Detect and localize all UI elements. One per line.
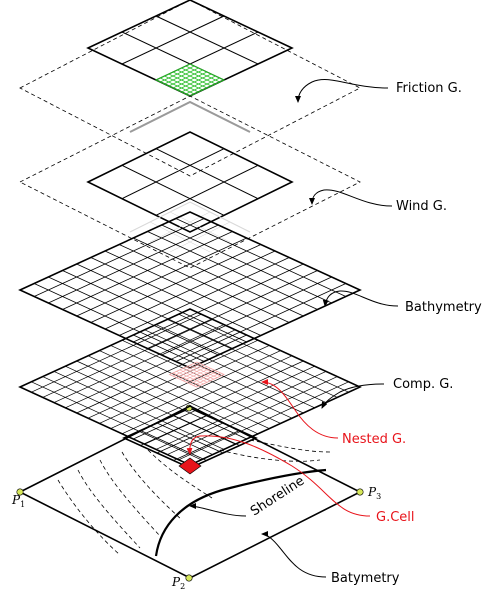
bathymetry-label: Bathymetry (405, 300, 482, 315)
friction-green-grid-line-u6 (181, 67, 216, 85)
wind-grid-line-u2 (155, 148, 259, 200)
comp-grid-line-u13 (167, 319, 338, 398)
comp-grid-line-u5 (76, 360, 247, 440)
comp-grid-line-u11 (144, 329, 315, 409)
contour-7 (249, 439, 331, 453)
point-p3 (356, 488, 364, 496)
wind-callout (309, 189, 393, 207)
comp-grid-line-u7 (99, 350, 270, 429)
comp-grid-line-u14 (178, 313, 349, 393)
comp-callout (321, 383, 385, 409)
wind-ghost-top (129, 100, 251, 133)
comp-grid-line-u3 (53, 371, 225, 450)
wind-grid-line-v2 (155, 164, 259, 216)
bathy-ghost-grid-line-v2 (169, 221, 231, 253)
comp-window-grid-line-v2 (156, 422, 224, 454)
friction-dashed-outline (19, 0, 361, 177)
point-p1 (16, 488, 24, 496)
friction-green-grid-line-v5 (177, 73, 212, 91)
friction-grid-line-u2 (155, 15, 259, 65)
nested-patch-outline (168, 361, 225, 388)
bathymetry-grid-line-v11 (175, 283, 347, 362)
comp-grid-line-v1 (31, 313, 202, 393)
friction-label: Friction G. (396, 81, 462, 96)
comp-grid-line-u6 (87, 355, 259, 435)
comp-grid-line-v5 (76, 334, 247, 414)
shoreline-callout (189, 503, 247, 517)
friction-green-grid-line-v6 (181, 75, 216, 93)
nested-patch-grid-line-u7 (193, 363, 221, 377)
point-p1-label: P1 (11, 493, 25, 509)
comp-grid-outline (18, 308, 362, 466)
nested-callout (261, 379, 339, 439)
nested-patch-grid-line-v7 (193, 372, 221, 386)
wind-grid-outline (86, 131, 294, 233)
comp-grid-line-v9 (121, 355, 293, 435)
friction-grid-line-v1 (121, 15, 225, 65)
nested-patch-grid-line-u6 (189, 364, 218, 378)
nested-patch-grid-line-v4 (183, 368, 211, 382)
comp-grid-line-u12 (155, 324, 327, 403)
friction-grid-outline (86, 0, 294, 97)
friction-green-cell (154, 63, 226, 97)
comp-window-grid-line-u3 (173, 415, 240, 446)
wind-label: Wind G. (396, 199, 447, 214)
comp-label: Comp. G. (393, 377, 453, 392)
contour-2 (77, 469, 141, 549)
friction-green-grid-line-v4 (172, 71, 208, 89)
comp-window-grid-line-v3 (173, 430, 240, 461)
friction-green-grid-line-v7 (185, 77, 220, 95)
friction-green-grid-line-u7 (185, 65, 220, 83)
nested-patch-grid-line-v5 (186, 369, 214, 383)
comp-grid-line-v12 (155, 371, 327, 450)
comp-grid-line-v7 (99, 345, 270, 424)
friction-green-grid-line-u5 (177, 69, 212, 87)
bathymetry-grid-line-v10 (161, 276, 332, 356)
batymetry-label: Batymetry (331, 571, 400, 586)
comp-grid-line-v2 (42, 319, 213, 398)
comp-grid-line-v4 (65, 329, 236, 409)
contour-1 (57, 479, 121, 556)
shoreline-curve (154, 468, 327, 557)
comp-grid-line-v3 (53, 324, 225, 403)
comp-grid-line-v11 (144, 365, 315, 445)
wind-grid-line-u1 (121, 164, 225, 216)
base-plane-outline (18, 405, 362, 579)
point-p3-label: P3 (367, 485, 381, 501)
gcell-marker (178, 457, 202, 475)
bathymetry-grid-line-u11 (175, 218, 347, 297)
point-p2-label: P2 (171, 575, 185, 591)
contour-4 (121, 451, 183, 521)
comp-grid-line-v13 (167, 376, 338, 455)
bathymetry-callout (322, 290, 399, 307)
comp-grid-line-u4 (65, 365, 236, 445)
nested-patch-grid-line-u5 (186, 366, 214, 380)
comp-grid-line-u1 (31, 381, 202, 461)
comp-grid-line-v6 (87, 339, 259, 419)
bathy-ghost-grid-line-u1 (149, 221, 211, 253)
bathy-ghost-top (129, 201, 251, 233)
comp-grid-line-v10 (133, 360, 304, 440)
contour-6 (219, 449, 321, 462)
friction-callout (295, 79, 389, 103)
wind-grid-line-v1 (121, 148, 225, 200)
batymetry-callout (261, 531, 327, 578)
contour-5 (147, 449, 213, 499)
nested-label: Nested G. (342, 432, 406, 447)
comp-grid-line-u2 (42, 376, 213, 455)
shoreline-label: Shoreline (248, 474, 307, 520)
nested-patch-grid-line-v6 (189, 371, 218, 385)
gcell-callout (186, 435, 371, 517)
contour-3 (99, 459, 161, 537)
point-p2 (185, 574, 193, 582)
comp-grid-line-v8 (110, 350, 281, 429)
wind-dashed-outline (19, 95, 361, 269)
gcell-label: G.Cell (376, 510, 415, 525)
comp-grid-line-v14 (178, 381, 349, 461)
